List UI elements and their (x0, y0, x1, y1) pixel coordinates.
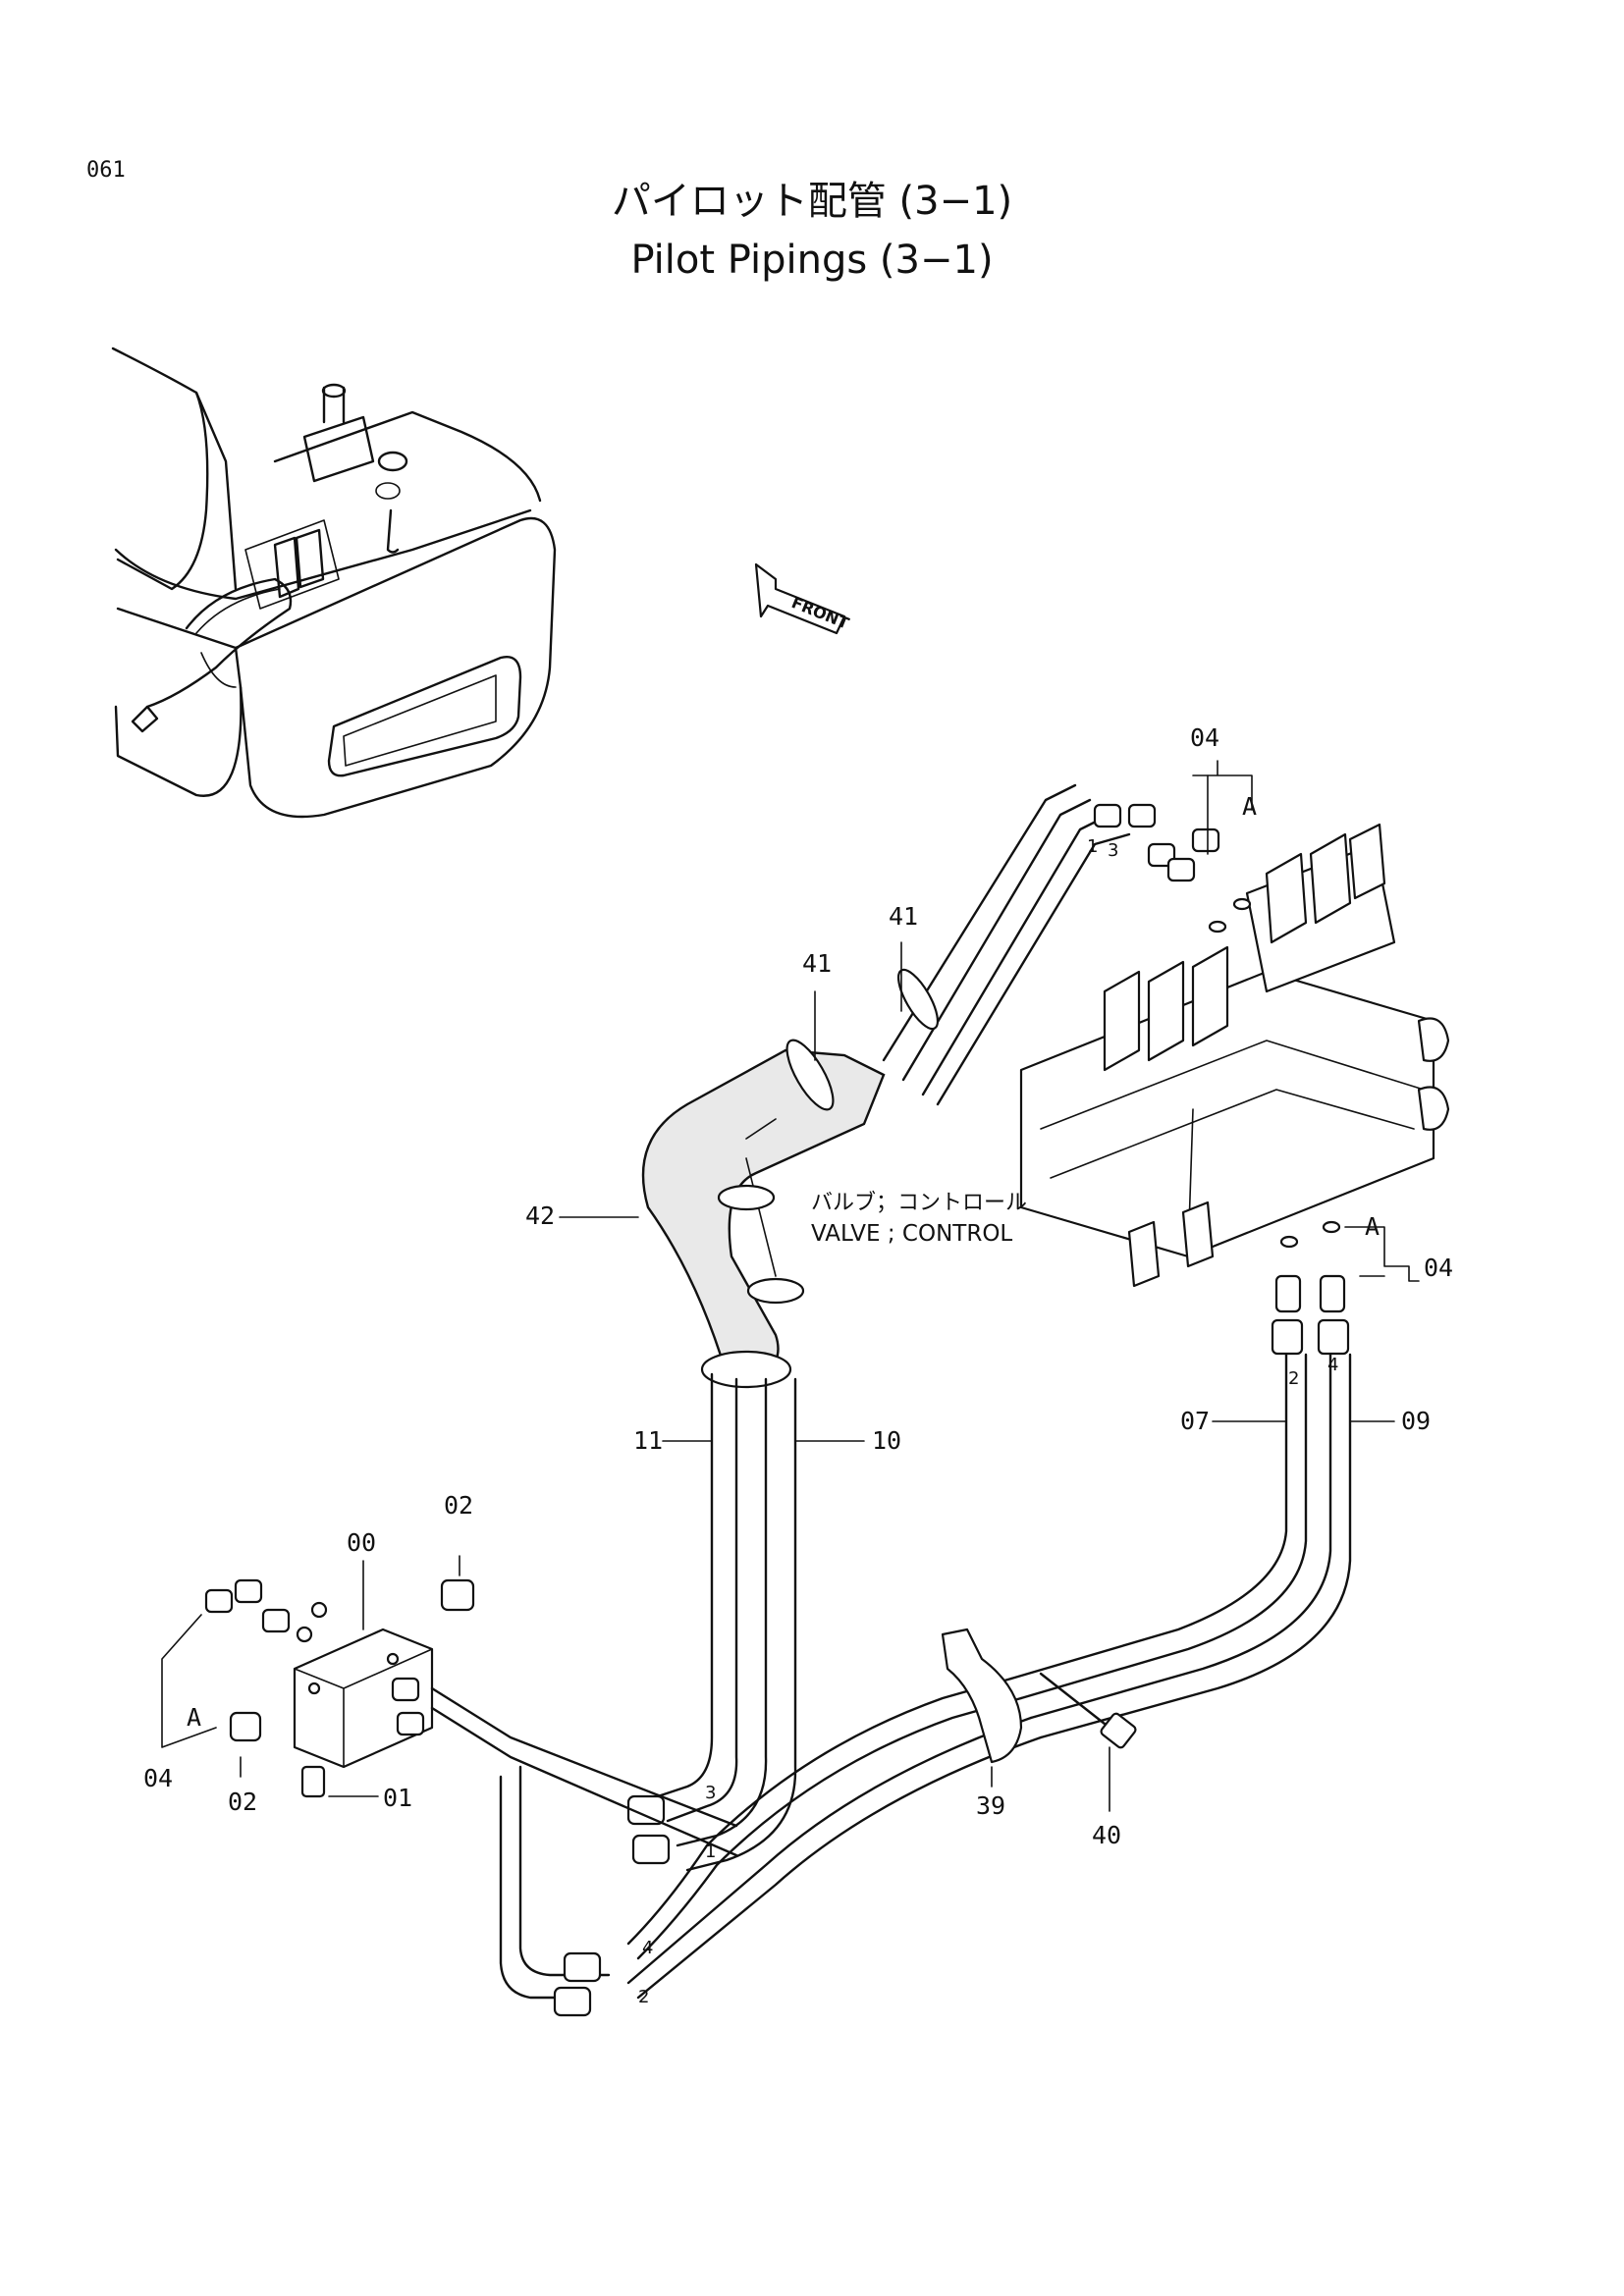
callout-07: 07 (1180, 1407, 1210, 1435)
pilot-block-00 (293, 1628, 738, 1857)
port-a-left: A (187, 1703, 201, 1732)
hose-clamp-39 (941, 1628, 1023, 1764)
callout-39: 39 (976, 1791, 1005, 1820)
callout-00: 00 (347, 1528, 376, 1557)
callout-11: 11 (633, 1426, 663, 1455)
pipe-mark-3-top: 3 (1108, 840, 1118, 861)
callout-02-bottom: 02 (228, 1788, 257, 1816)
pipe-mark-4-left: 4 (642, 1938, 653, 1958)
protector-sleeve-42 (641, 1048, 886, 1389)
callout-41-b: 41 (802, 949, 832, 978)
callout-41-a: 41 (889, 902, 918, 931)
front-direction-arrow: FRONT (754, 562, 851, 635)
machine-overview-drawing (111, 347, 557, 819)
page-number: 061 (86, 158, 126, 183)
callout-40: 40 (1092, 1821, 1121, 1849)
bolt-40 (1039, 1672, 1137, 1749)
port-a-top: A (1242, 792, 1257, 821)
callout-04-left: 04 (143, 1764, 173, 1792)
callout-09: 09 (1401, 1407, 1431, 1435)
title-english: Pilot Pipings (3−1) (630, 238, 993, 283)
pipe-mark-2-left: 2 (638, 1987, 649, 2007)
pipe-mark-1-left: 1 (705, 1842, 716, 1862)
part-callouts: 00 01 02 02 04 04 04 07 09 10 11 39 40 4… (143, 723, 1453, 1849)
hoses-07-09 (1009, 1353, 1352, 1739)
hoses-10-11 (656, 1372, 797, 1872)
block-fittings (204, 1578, 475, 1798)
pipe-mark-2-right: 2 (1288, 1368, 1299, 1389)
pipe-fittings (553, 803, 1350, 2017)
control-valve-body (1019, 823, 1450, 1288)
pipe-mark-1-top: 1 (1087, 836, 1098, 857)
pipe-mark-3-left: 3 (705, 1783, 716, 1803)
leader-lines (161, 760, 1420, 1812)
port-a-right: A (1365, 1212, 1380, 1241)
hoses-lower-crossing (499, 1677, 1043, 2000)
pipe-mark-4-right: 4 (1327, 1355, 1338, 1375)
callout-04-top: 04 (1190, 723, 1219, 752)
hose-bundle-upper (882, 783, 1131, 1106)
pipe-line-numbers: 3 1 4 2 1 3 2 4 (638, 836, 1338, 2007)
valve-label-english: VALVE ; CONTROL (811, 1221, 1012, 1247)
valve-label-japanese: バルブ；コントロール (811, 1191, 1027, 1215)
title-japanese: パイロット配管 (3−1) (612, 179, 1012, 224)
callout-02-top: 02 (444, 1491, 473, 1520)
callout-42: 42 (525, 1201, 555, 1230)
callout-01: 01 (383, 1784, 412, 1812)
callout-04-right: 04 (1424, 1254, 1453, 1282)
port-a-markers: A A A (187, 792, 1380, 1732)
callout-10: 10 (872, 1426, 901, 1455)
